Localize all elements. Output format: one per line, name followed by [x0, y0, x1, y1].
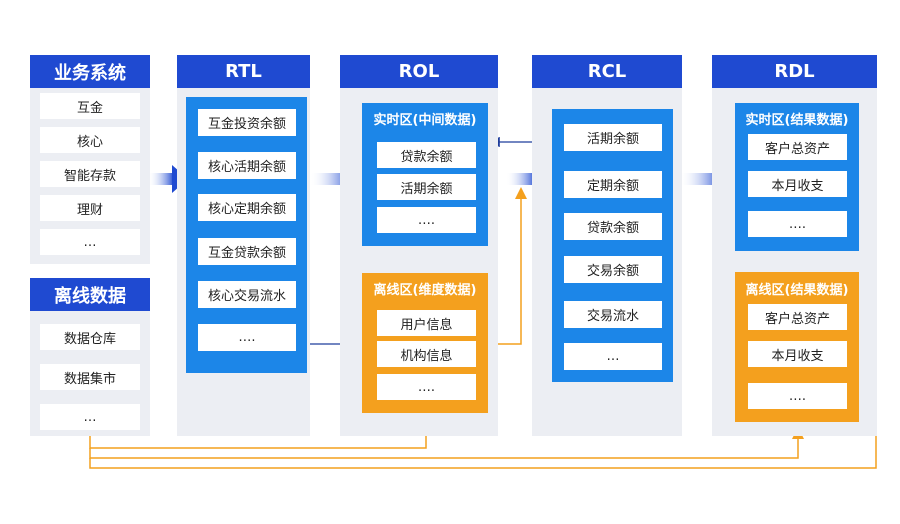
rdl-title: RDL [712, 55, 877, 88]
rol-realtime-title: 实时区(中间数据) [373, 112, 477, 128]
rol-offline-title: 离线区(维度数据) [373, 282, 477, 298]
arrow-offline-to-rdl-offline [89, 427, 804, 459]
biz-item: 互金 [40, 93, 140, 119]
rdl-offline-item: 客户总资产 [748, 304, 847, 330]
biz-item: 智能存款 [40, 161, 140, 187]
rtl-item: …. [198, 324, 296, 351]
offline-item: 数据集市 [40, 364, 140, 390]
rdl-realtime-item: …. [748, 211, 847, 237]
rcl-item: … [564, 343, 662, 370]
rcl-item: 交易流水 [564, 301, 662, 328]
offline-item: … [40, 404, 140, 430]
rtl-item: 核心活期余额 [198, 152, 296, 179]
biz-item: 理财 [40, 195, 140, 221]
rtl-item: 核心交易流水 [198, 281, 296, 308]
rol-realtime-item: …. [377, 207, 476, 233]
rdl-offline-item: 本月收支 [748, 341, 847, 367]
rcl-title: RCL [532, 55, 682, 88]
rtl-item: 互金贷款余额 [198, 238, 296, 265]
rtl-item: 互金投资余额 [198, 109, 296, 136]
rcl-item: 贷款余额 [564, 213, 662, 240]
rol-offline-item: 机构信息 [377, 341, 476, 367]
rdl-realtime-title: 实时区(结果数据) [745, 112, 849, 128]
rcl-item: 交易余额 [564, 256, 662, 283]
biz-item: 核心 [40, 127, 140, 153]
rcl-item: 活期余额 [564, 124, 662, 151]
rol-realtime-item: 活期余额 [377, 174, 476, 200]
rcl-item: 定期余额 [564, 171, 662, 198]
rol-realtime-item: 贷款余额 [377, 142, 476, 168]
rtl-item: 核心定期余额 [198, 194, 296, 221]
rtl-title: RTL [177, 55, 310, 88]
rol-offline-item: …. [377, 374, 476, 400]
rcl-panel [552, 109, 673, 382]
rol-offline-item: 用户信息 [377, 310, 476, 336]
rdl-realtime-item: 客户总资产 [748, 134, 847, 160]
biz-item: … [40, 229, 140, 255]
biz-title: 业务系统 [30, 55, 150, 88]
rdl-offline-item: …. [748, 383, 847, 409]
offline-item: 数据仓库 [40, 324, 140, 350]
rdl-offline-title: 离线区(结果数据) [745, 282, 849, 298]
arrow-rol-offline-to-rcl [488, 187, 527, 345]
rdl-realtime-item: 本月收支 [748, 171, 847, 197]
offline-title: 离线数据 [30, 278, 150, 311]
rol-title: ROL [340, 55, 498, 88]
